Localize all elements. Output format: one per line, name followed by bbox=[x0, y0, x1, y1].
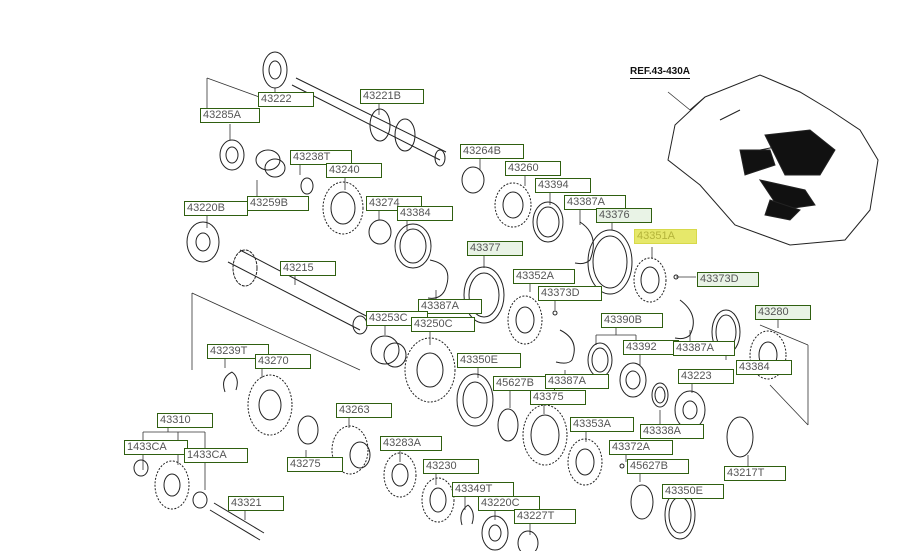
part-label-43217T[interactable]: 43217T bbox=[724, 466, 786, 481]
part-label-43227T[interactable]: 43227T bbox=[514, 509, 576, 524]
part-label-43392[interactable]: 43392 bbox=[623, 340, 679, 355]
part-label-43321[interactable]: 43321 bbox=[228, 496, 284, 511]
part-label-43215[interactable]: 43215 bbox=[280, 261, 336, 276]
part-label-43270[interactable]: 43270 bbox=[255, 354, 311, 369]
part-label-43250C[interactable]: 43250C bbox=[411, 317, 475, 332]
transmission-housing-illustration bbox=[667, 74, 879, 246]
part-label-43350E-2[interactable]: 43350E bbox=[662, 484, 724, 499]
part-label-43350E[interactable]: 43350E bbox=[457, 353, 521, 368]
part-label-43259B[interactable]: 43259B bbox=[247, 196, 309, 211]
part-label-43375[interactable]: 43375 bbox=[530, 390, 586, 405]
part-label-43384[interactable]: 43384 bbox=[397, 206, 453, 221]
part-label-43390B[interactable]: 43390B bbox=[601, 313, 663, 328]
part-label-43387A-3[interactable]: 43387A bbox=[673, 341, 735, 356]
part-label-43387A-2[interactable]: 43387A bbox=[418, 299, 482, 314]
part-label-45627B-2[interactable]: 45627B bbox=[627, 459, 689, 474]
part-label-43387A[interactable]: 43387A bbox=[564, 195, 626, 210]
part-label-43220C[interactable]: 43220C bbox=[478, 496, 540, 511]
part-label-43222[interactable]: 43222 bbox=[258, 92, 314, 107]
part-label-43338A[interactable]: 43338A bbox=[640, 424, 704, 439]
part-label-43283A[interactable]: 43283A bbox=[380, 436, 442, 451]
parts-drawing bbox=[133, 51, 787, 551]
reference-label[interactable]: REF.43-430A bbox=[630, 66, 691, 79]
part-label-45627B[interactable]: 45627B bbox=[493, 376, 555, 391]
part-label-43221B[interactable]: 43221B bbox=[360, 89, 424, 104]
part-label-43394[interactable]: 43394 bbox=[535, 178, 591, 193]
part-label-43263[interactable]: 43263 bbox=[336, 403, 392, 418]
part-label-1433CA-2[interactable]: 1433CA bbox=[184, 448, 248, 463]
part-label-43376[interactable]: 43376 bbox=[596, 208, 652, 223]
part-label-43230[interactable]: 43230 bbox=[423, 459, 479, 474]
part-label-43373D[interactable]: 43373D bbox=[538, 286, 602, 301]
part-label-43223[interactable]: 43223 bbox=[678, 369, 734, 384]
part-label-43280[interactable]: 43280 bbox=[755, 305, 811, 320]
part-label-43387A-4[interactable]: 43387A bbox=[545, 374, 609, 389]
part-label-43264B[interactable]: 43264B bbox=[460, 144, 524, 159]
part-label-43220B[interactable]: 43220B bbox=[184, 201, 248, 216]
part-label-43352A[interactable]: 43352A bbox=[513, 269, 575, 284]
part-label-43275[interactable]: 43275 bbox=[287, 457, 343, 472]
part-label-43238T[interactable]: 43238T bbox=[290, 150, 352, 165]
part-label-43372A[interactable]: 43372A bbox=[609, 440, 673, 455]
part-label-43384-2[interactable]: 43384 bbox=[736, 360, 792, 375]
part-label-43239T[interactable]: 43239T bbox=[207, 344, 269, 359]
part-label-43353A[interactable]: 43353A bbox=[570, 417, 634, 432]
part-label-43351A-highlighted[interactable]: 43351A bbox=[634, 229, 697, 244]
part-label-43285A[interactable]: 43285A bbox=[200, 108, 260, 123]
part-label-43377[interactable]: 43377 bbox=[467, 241, 523, 256]
part-label-43240[interactable]: 43240 bbox=[326, 163, 382, 178]
part-label-43349T[interactable]: 43349T bbox=[452, 482, 514, 497]
part-label-43373D-2[interactable]: 43373D bbox=[697, 272, 759, 287]
part-label-43310[interactable]: 43310 bbox=[157, 413, 213, 428]
part-label-1433CA[interactable]: 1433CA bbox=[124, 440, 188, 455]
part-label-43260[interactable]: 43260 bbox=[505, 161, 561, 176]
